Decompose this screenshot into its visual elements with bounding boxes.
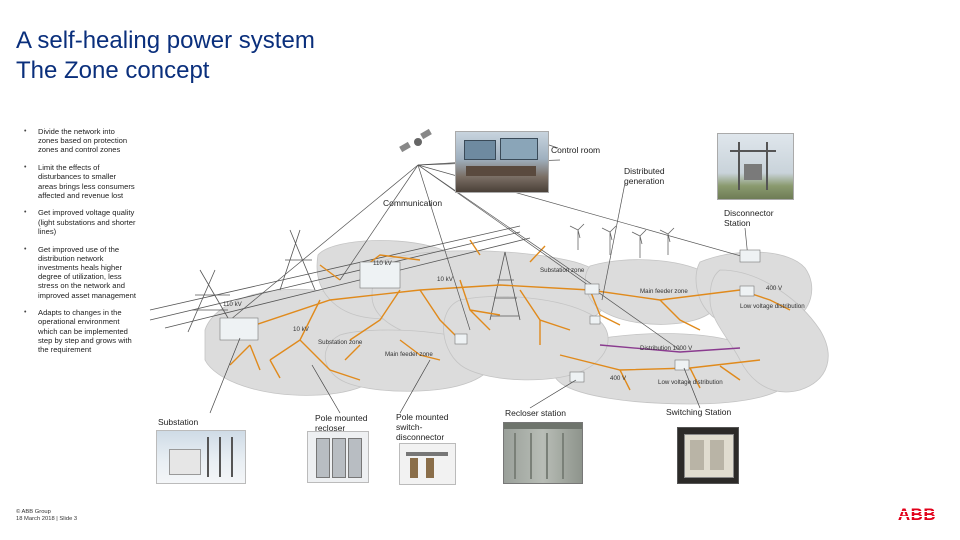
title-line-2: The Zone concept [16, 57, 210, 84]
main-feeder-zone-label: Main feeder zone [640, 288, 688, 295]
main-feeder-zone-area [584, 259, 722, 325]
svg-text:ABB: ABB [898, 505, 936, 523]
voltage-label: 10 kV [437, 276, 454, 283]
bullet-item: Get improved use of the distribution net… [24, 245, 136, 300]
label-pointers [209, 337, 701, 414]
transmission-line [149, 225, 531, 333]
switching-station-photo [677, 427, 739, 484]
voltage-label: 400 V [610, 375, 627, 382]
substation-zone-label: Substation zone [540, 267, 585, 274]
voltage-label: 10 kV [293, 326, 310, 333]
footer: © ABB Group 18 March 2018 | Slide 3 [16, 509, 77, 523]
network-equipment [219, 249, 761, 383]
distributed-generation-label: Distributed generation [624, 166, 665, 186]
distribution-label: Distribution 1000 V [640, 345, 693, 352]
pole-mounted-recloser-label: Pole mounted recloser [315, 413, 368, 433]
recloser-station-label: Recloser station [505, 408, 566, 418]
recloser-station-photo [503, 422, 583, 484]
abb-logo-mark: ABB [894, 505, 940, 524]
zone-areas [204, 240, 829, 405]
control-room-label: Control room [551, 145, 601, 155]
voltage-label: 110 kV [373, 260, 393, 267]
communication-label: Communication [383, 198, 443, 208]
bullet-item: Divide the network into zones based on p… [24, 127, 136, 155]
pole-mounted-switch-label: Pole mounted switch-disconnector [396, 412, 449, 442]
bullet-list: Divide the network into zones based on p… [24, 127, 136, 363]
bullet-item: Get improved voltage quality (light subs… [24, 208, 136, 236]
zone-labels: 110 kV 110 kV 10 kV 10 kV Substation zon… [223, 260, 805, 386]
voltage-label: 400 V [766, 285, 783, 292]
bullet-item: Adapts to changes in the operational env… [24, 308, 136, 354]
substation-label: Substation [158, 417, 199, 427]
power-lines [229, 239, 791, 391]
distribution-zone-area [709, 269, 829, 393]
abb-logo: ABB [894, 505, 940, 528]
low-voltage-label: Low voltage distribution [658, 379, 723, 386]
wind-turbines [569, 223, 675, 258]
pole-mounted-switch-photo [399, 443, 456, 485]
copyright-text: © ABB Group [16, 509, 51, 515]
slide-title: A self-healing power system The Zone con… [16, 26, 315, 86]
substation-photo [156, 430, 246, 484]
switching-station-label: Switching Station [666, 407, 732, 417]
satellite-icon [399, 128, 432, 153]
distributed-generation-photo [717, 133, 794, 200]
low-voltage-label: Low voltage distribution [740, 303, 805, 310]
title-line-1: A self-healing power system [16, 27, 315, 54]
substation-zone-label: Substation zone [318, 339, 363, 346]
disconnector-station-label: Disconnector Station [724, 208, 774, 228]
bullet-item: Limit the effects of disturbances to sma… [24, 163, 136, 200]
pole-mounted-recloser-photo [307, 431, 369, 483]
control-room-photo [455, 131, 549, 193]
slide-date-text: 18 March 2018 | Slide 3 [16, 516, 78, 522]
main-feeder-zone-label: Main feeder zone [385, 351, 433, 358]
distribution-1000v-line [599, 344, 741, 353]
voltage-label: 110 kV [223, 301, 243, 308]
